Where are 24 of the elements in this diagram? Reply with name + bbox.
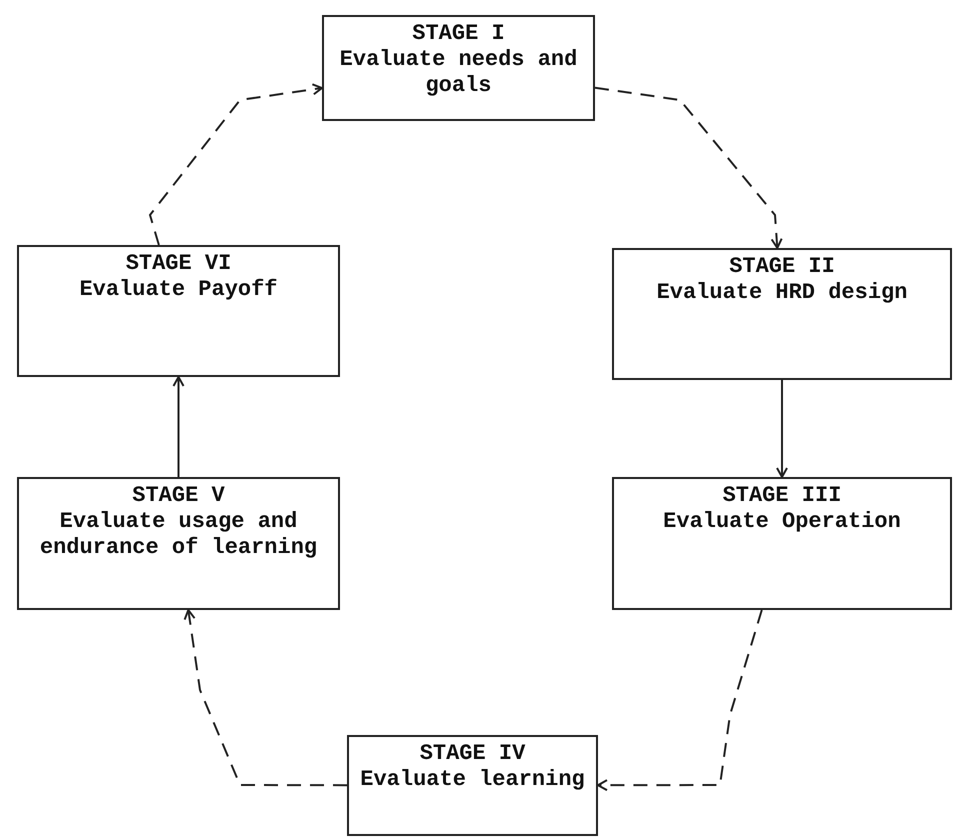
stage-box: [612, 248, 952, 380]
stage-heading: STAGE VI: [126, 251, 232, 277]
stage-box: [612, 477, 952, 610]
arrow: [776, 380, 788, 478]
stage-heading: STAGE IV: [420, 741, 526, 767]
stage-heading: STAGE III: [722, 483, 842, 509]
stage-box: [347, 735, 598, 836]
stage-description: Evaluate Payoff: [79, 277, 278, 303]
stage-box: [17, 477, 340, 610]
stage-description: Evaluate HRD design: [656, 280, 908, 306]
arrow: [184, 609, 347, 786]
stage-description: Evaluate Operation: [663, 509, 901, 535]
stage-description: Evaluate needs and goals: [338, 47, 578, 99]
stage-description: Evaluate learning: [360, 767, 585, 793]
arrow: [172, 376, 184, 477]
arrow: [597, 610, 763, 792]
stage-heading: STAGE V: [132, 483, 225, 509]
stage-heading: STAGE I: [412, 21, 505, 47]
stage-box: [17, 245, 340, 377]
arrow: [148, 83, 323, 246]
arrow: [594, 86, 783, 249]
stage-box: [322, 15, 595, 121]
stage-heading: STAGE II: [729, 254, 835, 280]
stage-description: Evaluate usage and endurance of learning: [38, 509, 318, 561]
